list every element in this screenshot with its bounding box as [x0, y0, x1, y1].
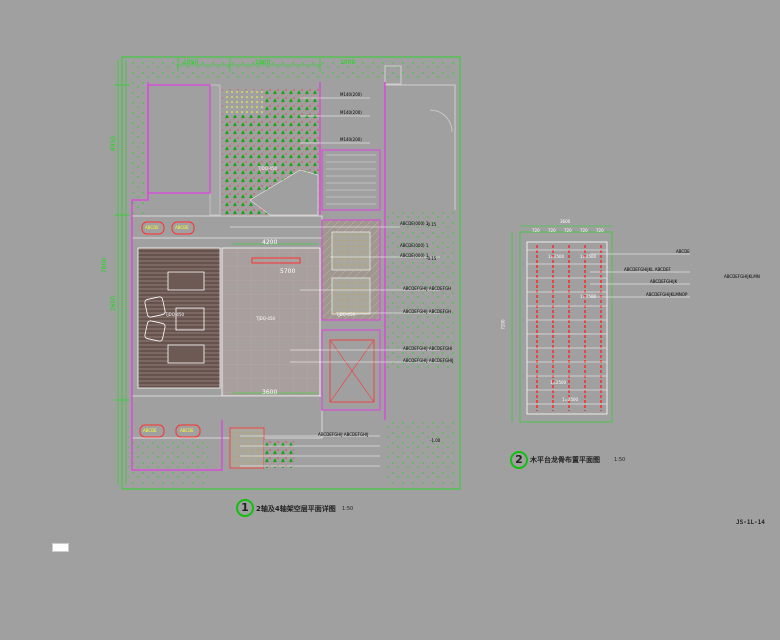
plan1-title: 2轴及4轴架空层平面详图 [256, 505, 336, 513]
plan1-tag-3: ABCDE [143, 428, 157, 433]
armchair-2 [144, 320, 166, 342]
plan2-joist-tag-2: 1=2500 [580, 254, 597, 259]
plan1-material-4: ABCDEFGHIJ ABCDEFGHIJ [403, 358, 454, 363]
plan1-note-1: M140(200) [340, 92, 362, 97]
plan1-note-2: M140(200) [340, 110, 362, 115]
plan1-note-3: M140(200) [340, 137, 362, 142]
plan2-dim-4: 720 [580, 228, 588, 233]
plan2-total-dim: 3600 [560, 219, 571, 224]
plan1-dim-inner-1: 4200 [262, 239, 278, 246]
plan1-dim-inner-2: 3600 [262, 389, 278, 396]
plan2-note: ABCDEFGHIJKLMN [724, 274, 760, 279]
plan1-note-6: ABCDE(000) 1 [400, 253, 429, 258]
plan1-dim-left-2: 2600 [110, 295, 118, 312]
plan1-material-1: ABCDEFGHIJ ABCDEFGH [403, 286, 452, 291]
wall-line-right [319, 82, 386, 420]
coffee-table [175, 307, 205, 331]
planting-strip-bottom-right [385, 420, 455, 485]
plan1-material-2: ABCDEFGHIJ ABCDEFGH [403, 309, 452, 314]
plan1-detail-badge: 1 [236, 499, 254, 517]
plan2-title: 木平台龙骨布置平面图 [530, 456, 600, 464]
paving-square-1 [331, 231, 371, 271]
plan1-room-label-2: TJDQ-450 [165, 312, 185, 317]
entry-planting [264, 440, 294, 468]
plan1-room-label-3: TJDQ-450 [256, 316, 276, 321]
plan2-label-2: ABCDEFGHIJKL ABCDEF [624, 267, 671, 272]
lawn-shape [249, 169, 319, 216]
plan1-dim-top-3: 1000 [340, 59, 356, 66]
leader-lines-plan2 [590, 253, 690, 298]
plan-1-drawing [114, 56, 461, 490]
joists [536, 245, 602, 411]
plan-2-drawing [511, 225, 690, 423]
staircase [321, 149, 381, 211]
entry-step [229, 427, 265, 469]
door-swing [429, 109, 453, 133]
planting-strip-left [130, 82, 146, 222]
plan2-joist-tag-3: 1=2500 [580, 294, 597, 299]
plan1-note-4: ABCDE(000) 1 [400, 221, 429, 226]
dimension-lines-plan1 [114, 58, 322, 485]
wall-line-left [131, 82, 223, 471]
plan1-room-label-4: TJDQ-450 [336, 312, 356, 317]
plan1-dim-top-1: 1050 [183, 59, 199, 66]
plan1-level-2: -0.15 [426, 256, 437, 261]
cross-beams [527, 249, 607, 405]
plan1-note-5: ABCDE(000) 1 [400, 243, 429, 248]
plan2-side-dim: 7200 [500, 319, 506, 330]
path-strip [209, 84, 221, 216]
plan1-material-3: ABCDEFGHIJ ABCDEFGHI [403, 346, 453, 351]
plan2-dim-2: 720 [548, 228, 556, 233]
sofa-bottom [167, 344, 205, 364]
plan1-dim-inner-3: 5700 [280, 268, 296, 275]
paving-square-2 [331, 277, 371, 315]
cursor-marker [52, 543, 69, 552]
plan2-dim-5: 720 [596, 228, 604, 233]
plan2-dim-3: 720 [564, 228, 572, 233]
lift-shaft [329, 339, 375, 403]
leader-lines-plan1 [230, 97, 440, 467]
plan2-dim-1: 720 [532, 228, 540, 233]
plan2-label-3: ABCDEFGHIJK [650, 279, 678, 284]
plan1-tag-1: ABCDE [145, 225, 159, 230]
building-outline [385, 84, 456, 210]
plan2-scale: 1:50 [614, 457, 626, 463]
sheet-number: JS-1L-14 [736, 519, 765, 526]
plan1-scale: 1:50 [342, 506, 354, 512]
armchair-1 [144, 296, 166, 318]
sofa-top [167, 271, 205, 291]
timber-deck [137, 247, 221, 389]
plan1-level-1: -0.15 [426, 222, 437, 227]
deck-frame-inner [526, 241, 608, 415]
tiled-floor [221, 247, 321, 397]
plan2-joist-tag-1: 1=2500 [548, 254, 565, 259]
planter-bar [251, 257, 301, 264]
plan2-joist-tag-5: 1=2500 [562, 397, 579, 402]
planting-strip-top [130, 60, 455, 82]
plan1-level-3: -1.00 [430, 438, 441, 443]
plan1-room-label-1: TJDQ-450 [258, 166, 278, 171]
plan1-tag-4: ABCDE [180, 428, 194, 433]
plan1-material-5: ABCDEFGHIJ ABCDEFGHIJ [318, 432, 369, 437]
dimension-lines-plan2 [511, 225, 612, 422]
plan1-dim-top-2: 1800 [255, 59, 271, 66]
gravel-patch [224, 90, 264, 115]
room-top-left [147, 84, 211, 194]
plan1-dim-left-1: 4950 [110, 135, 118, 152]
plan2-label-1: ABCDE [676, 249, 690, 254]
lower-band [131, 395, 323, 439]
plan2-joist-tag-4: 1=2500 [550, 380, 567, 385]
plan1-tag-2: ABCDE [175, 225, 189, 230]
tag-markers [139, 221, 201, 438]
plan1-extent-frame [121, 56, 461, 490]
plan2-label-4: ABCDEFGHIJKLMNOP [646, 292, 688, 297]
plan2-detail-badge: 2 [510, 451, 528, 469]
plan1-dim-left-3: 7800 [101, 257, 109, 274]
